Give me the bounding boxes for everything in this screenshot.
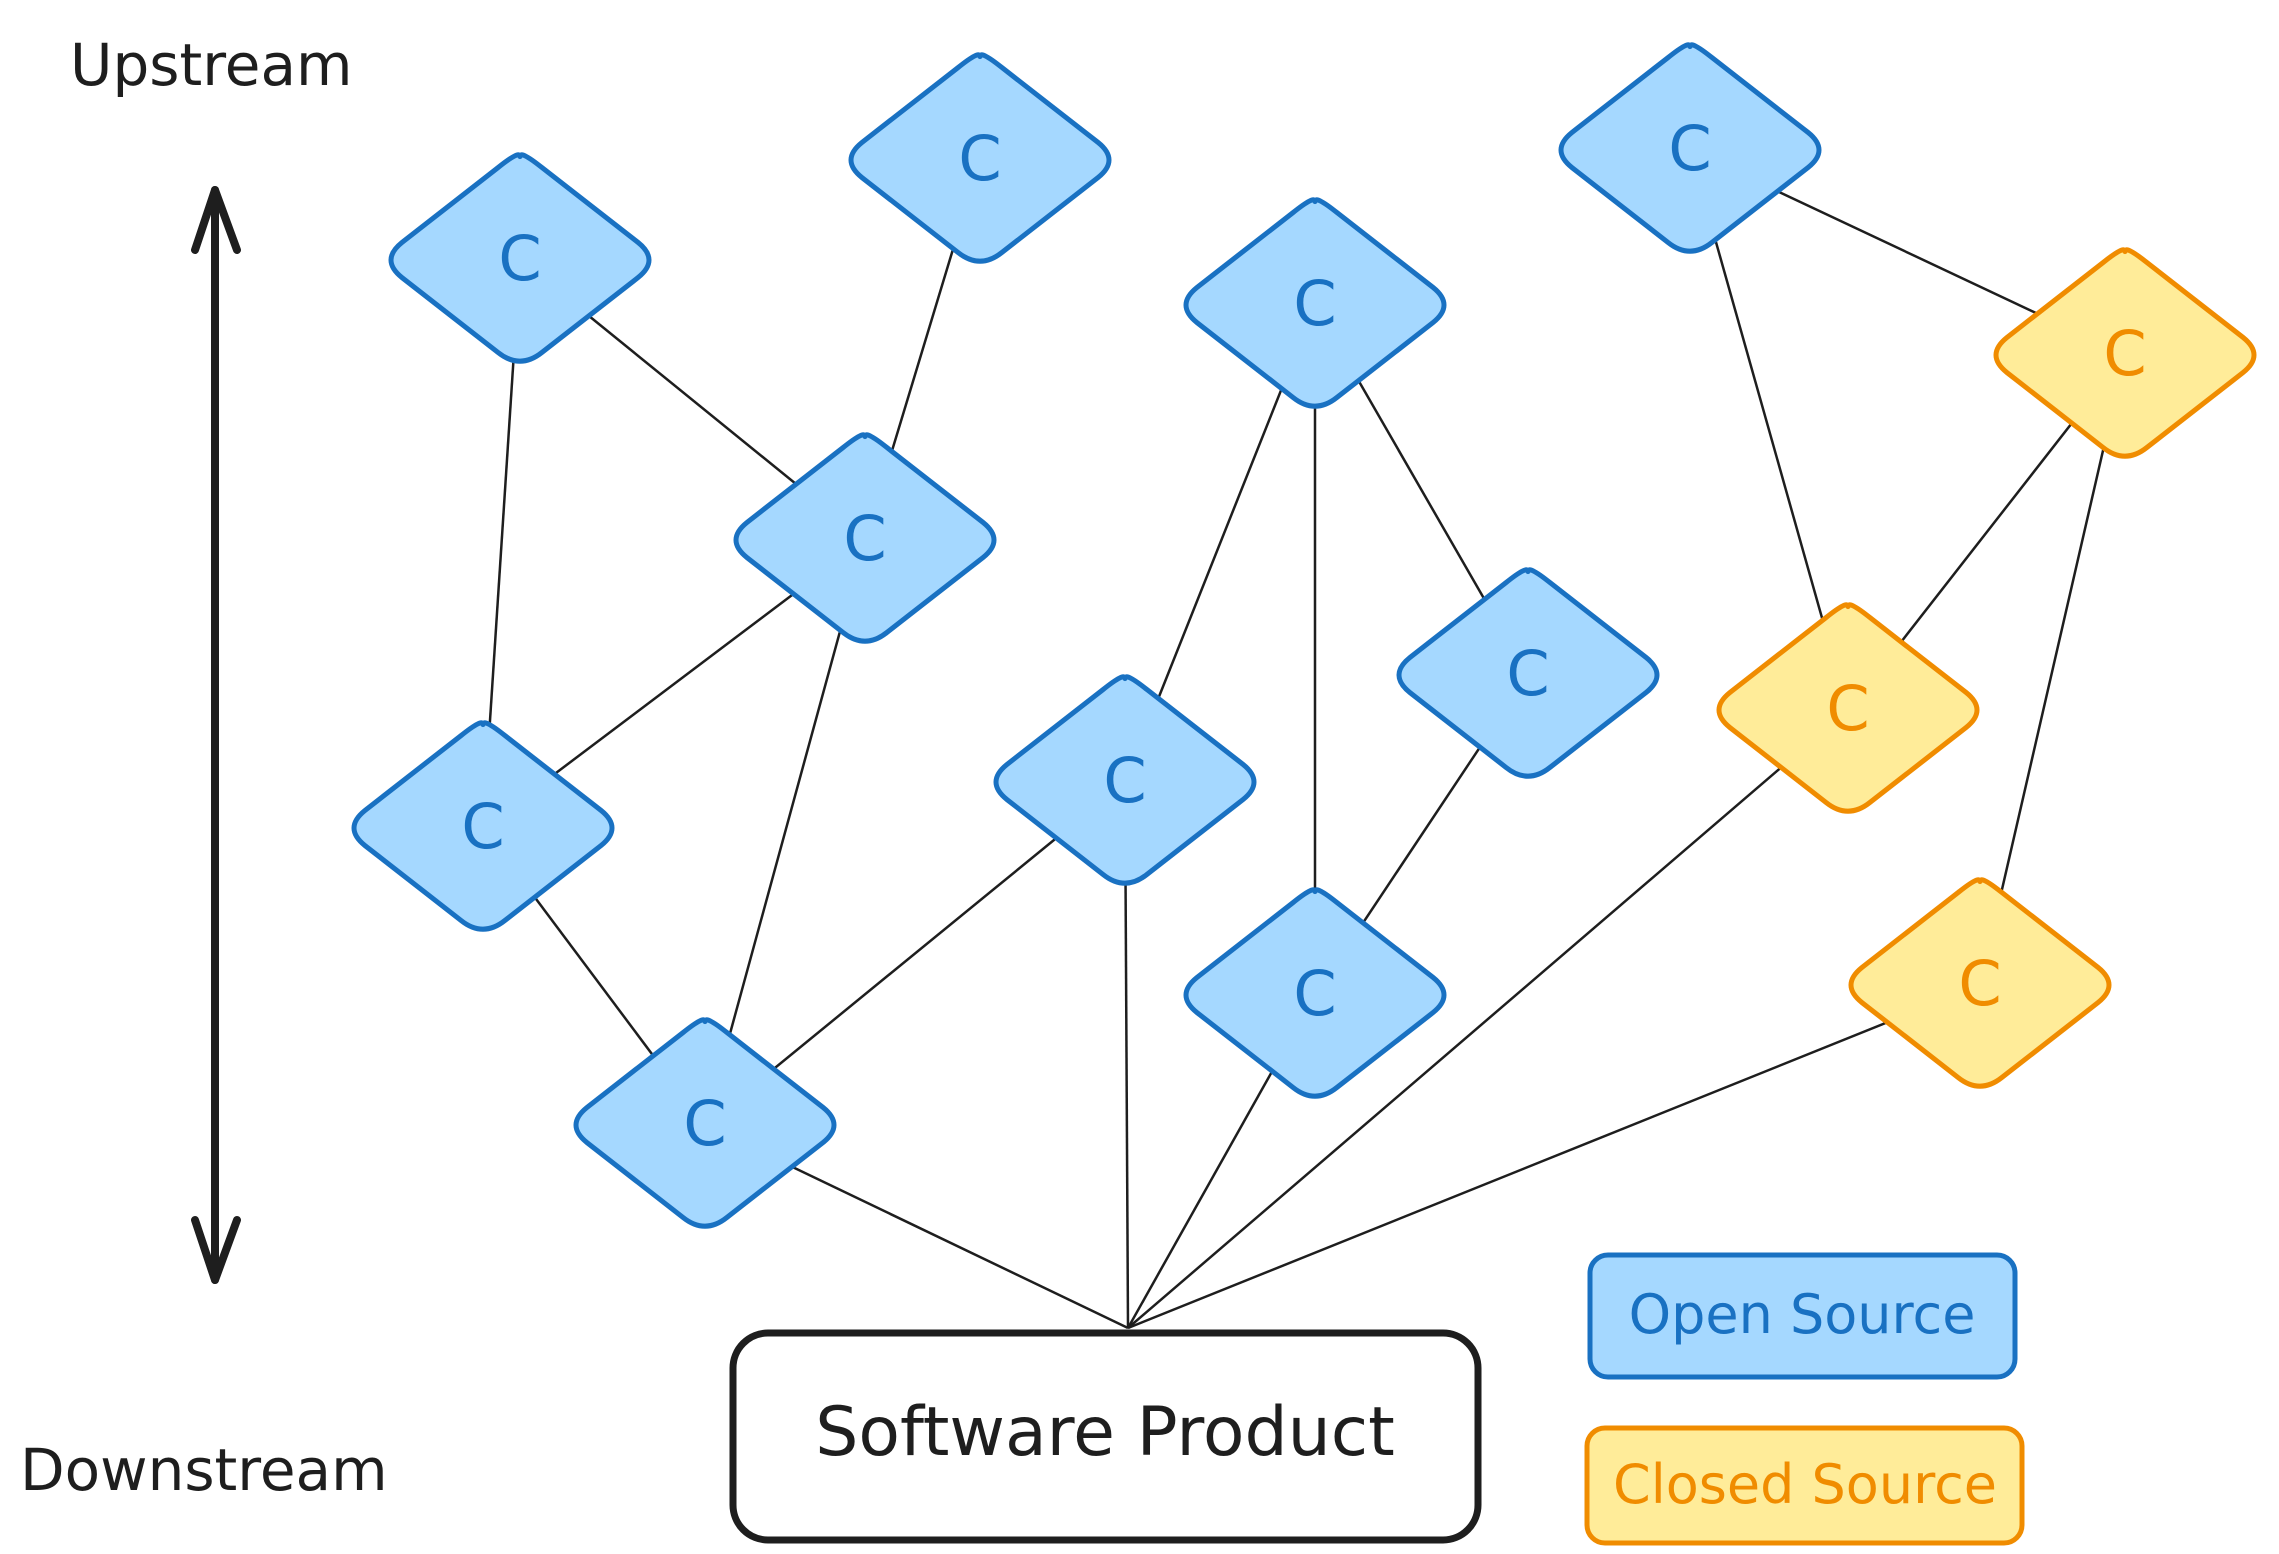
component-label: C <box>1293 957 1336 1030</box>
open-source-component-n3: C <box>1558 42 1822 254</box>
downstream-label: Downstream <box>20 1436 388 1504</box>
edge-n3-n10 <box>1688 149 1850 711</box>
software-product-box: Software Product <box>729 1329 1482 1544</box>
legend: Open Source Closed Source <box>1584 1252 2025 1546</box>
legend-closed-label: Closed Source <box>1613 1453 1997 1516</box>
component-diamond <box>848 52 1112 264</box>
component-diamond <box>733 432 997 644</box>
upstream-downstream-arrow <box>191 186 241 1284</box>
component-diamond <box>1716 602 1980 814</box>
component-diamond <box>1848 877 2112 1089</box>
component-diamond <box>573 1017 837 1229</box>
component-label: C <box>1103 744 1146 817</box>
open-source-component-n4: C <box>1183 197 1447 409</box>
component-diamond <box>1558 42 1822 254</box>
component-label: C <box>1958 947 2001 1020</box>
closed-source-component-n12: C <box>1848 877 2112 1089</box>
open-source-component-n2: C <box>848 52 1112 264</box>
component-label: C <box>958 122 1001 195</box>
open-source-component-n13: C <box>573 1017 837 1229</box>
component-diamond <box>1183 197 1447 409</box>
open-source-component-n11: C <box>1183 887 1447 1099</box>
edge-n5-n13 <box>703 539 867 1126</box>
edge-n10-product <box>1127 709 1849 1329</box>
component-label: C <box>1293 267 1336 340</box>
legend-open-source: Open Source <box>1587 1252 2018 1380</box>
component-label: C <box>461 790 504 863</box>
closed-source-component-n10: C <box>1716 602 1980 814</box>
upstream-label: Upstream <box>70 31 353 99</box>
component-diamond <box>1183 887 1447 1099</box>
component-diamond <box>1993 247 2257 459</box>
component-label: C <box>683 1087 726 1160</box>
open-source-component-n9: C <box>1396 567 1660 779</box>
closed-source-component-n6: C <box>1993 247 2257 459</box>
open-source-component-n1: C <box>388 152 652 364</box>
edge-n6-n12 <box>1978 354 2127 986</box>
legend-open-label: Open Source <box>1629 1283 1976 1346</box>
component-diamond <box>993 674 1257 886</box>
legend-closed-source: Closed Source <box>1584 1425 2025 1546</box>
component-label: C <box>1506 637 1549 710</box>
component-label: C <box>498 222 541 295</box>
edge-n12-product <box>1127 983 1981 1330</box>
component-diamond <box>1396 567 1660 779</box>
software-product-label: Software Product <box>815 1393 1395 1472</box>
component-diamond <box>388 152 652 364</box>
open-source-component-n8: C <box>993 674 1257 886</box>
component-label: C <box>1826 672 1869 745</box>
open-source-component-n7: C <box>351 720 615 932</box>
open-source-component-n5: C <box>733 432 997 644</box>
component-label: C <box>2103 317 2146 390</box>
component-diamond <box>351 720 615 932</box>
component-label: C <box>1668 112 1711 185</box>
nodes-layer: C C C C C C C C C C C C C <box>351 42 2257 1229</box>
component-label: C <box>843 502 886 575</box>
